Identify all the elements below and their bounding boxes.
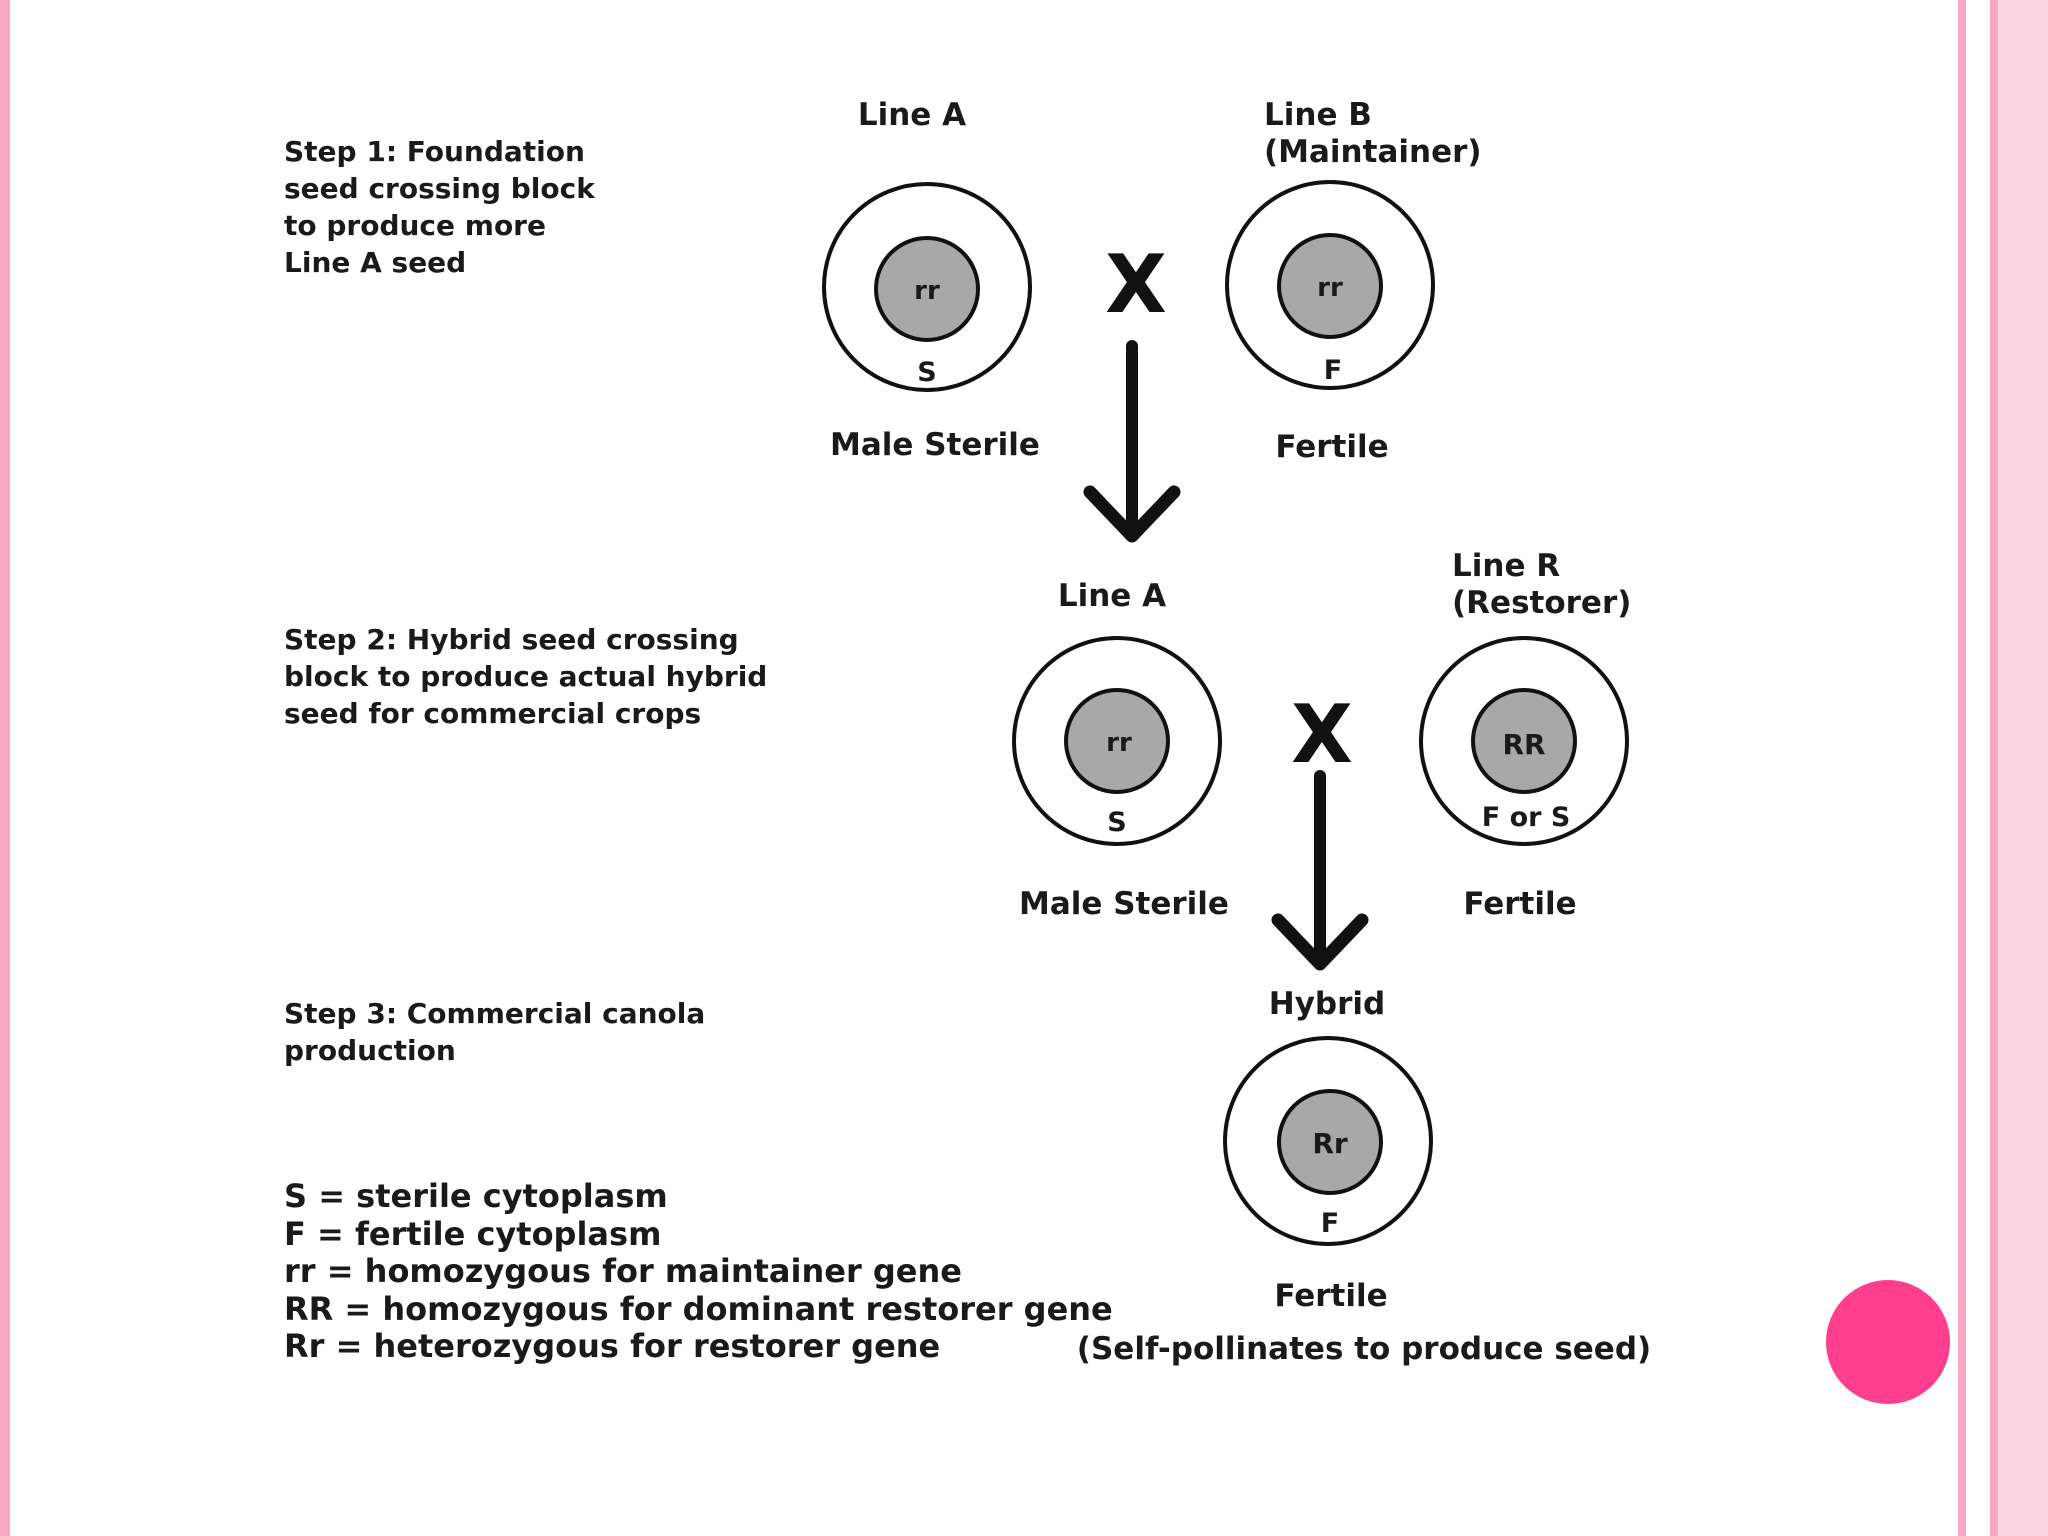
cell-step2-line-r: Line R (Restorer) RR F or S Fertile (1419, 548, 1631, 922)
nucleus-circle (874, 236, 980, 342)
phenotype-label: Fertile (1274, 1278, 1387, 1314)
cell-title: Hybrid (1269, 986, 1385, 1022)
nucleus-circle (1277, 233, 1383, 339)
genotype-label: rr (914, 276, 940, 306)
cell-title: Line B (1264, 97, 1372, 133)
cytoplasm-label: F (1324, 355, 1342, 386)
legend-item-Rr: Rr = heterozygous for restorer gene (284, 1327, 941, 1365)
cross-symbol-step2: X (1291, 688, 1353, 781)
frame-right-band-4 (1998, 0, 2048, 1536)
phenotype-label: Male Sterile (1019, 886, 1229, 922)
accent-dot (1826, 1280, 1950, 1404)
genotype-label: rr (1106, 728, 1132, 758)
slide-frame-left (0, 0, 22, 1536)
frame-left-band-inner (10, 0, 22, 1536)
cell-title-sub: (Maintainer) (1264, 134, 1482, 170)
cytoplasm-label: S (917, 357, 936, 388)
genotype-label: rr (1317, 273, 1343, 303)
legend-item-f: F = fertile cytoplasm (284, 1214, 662, 1253)
step-1-description: Step 1: Foundation seed crossing block t… (284, 135, 595, 279)
legend: S = sterile cytoplasm F = fertile cytopl… (284, 1177, 1113, 1366)
arrow-head (1083, 485, 1181, 543)
step-3-description: Step 3: Commercial canola production (284, 997, 706, 1067)
phenotype-label: Male Sterile (830, 427, 1040, 463)
cell-step1-line-a: Line A rr S Male Sterile (822, 97, 1040, 463)
slide-frame-right (1958, 0, 2048, 1536)
legend-item-RR: RR = homozygous for dominant restorer ge… (284, 1289, 1113, 1328)
phenotype-label: Fertile (1275, 429, 1388, 465)
frame-right-band-3 (1990, 0, 1998, 1536)
legend-item-rr: rr = homozygous for maintainer gene (284, 1252, 962, 1290)
step-2-description: Step 2: Hybrid seed crossing block to pr… (284, 623, 768, 730)
frame-left-band-outer (0, 0, 10, 1536)
cell-title: Line A (1058, 578, 1166, 614)
genotype-label: RR (1502, 728, 1545, 761)
cell-step2-line-a: Line A rr S Male Sterile (1012, 578, 1229, 922)
phenotype-label: Fertile (1463, 886, 1576, 922)
cytoplasm-label: F or S (1482, 802, 1571, 833)
genotype-label: Rr (1312, 1127, 1348, 1160)
nucleus-circle (1064, 688, 1170, 794)
cell-title-sub: (Restorer) (1452, 585, 1631, 621)
frame-right-band-1 (1958, 0, 1966, 1536)
cell-title: Line A (858, 97, 966, 133)
hybrid-note: (Self-pollinates to produce seed) (1077, 1331, 1651, 1367)
cross-symbol-step1: X (1105, 238, 1167, 331)
cell-step1-line-b: Line B (Maintainer) rr F Fertile (1225, 97, 1482, 465)
cytoplasm-label: S (1107, 807, 1126, 838)
arrow-step1-to-step2 (1083, 340, 1181, 543)
arrow-head (1271, 913, 1369, 971)
cell-title: Line R (1452, 548, 1560, 584)
nucleus-circle (1277, 1089, 1383, 1195)
frame-right-band-2 (1966, 0, 1990, 1536)
cytoplasm-label: F (1321, 1208, 1339, 1239)
cell-step3-hybrid: Hybrid Rr F Fertile (Self-pollinates to … (1077, 986, 1651, 1367)
arrow-step2-to-step3 (1271, 770, 1369, 971)
legend-item-s: S = sterile cytoplasm (284, 1177, 668, 1215)
nucleus-circle (1471, 688, 1577, 794)
